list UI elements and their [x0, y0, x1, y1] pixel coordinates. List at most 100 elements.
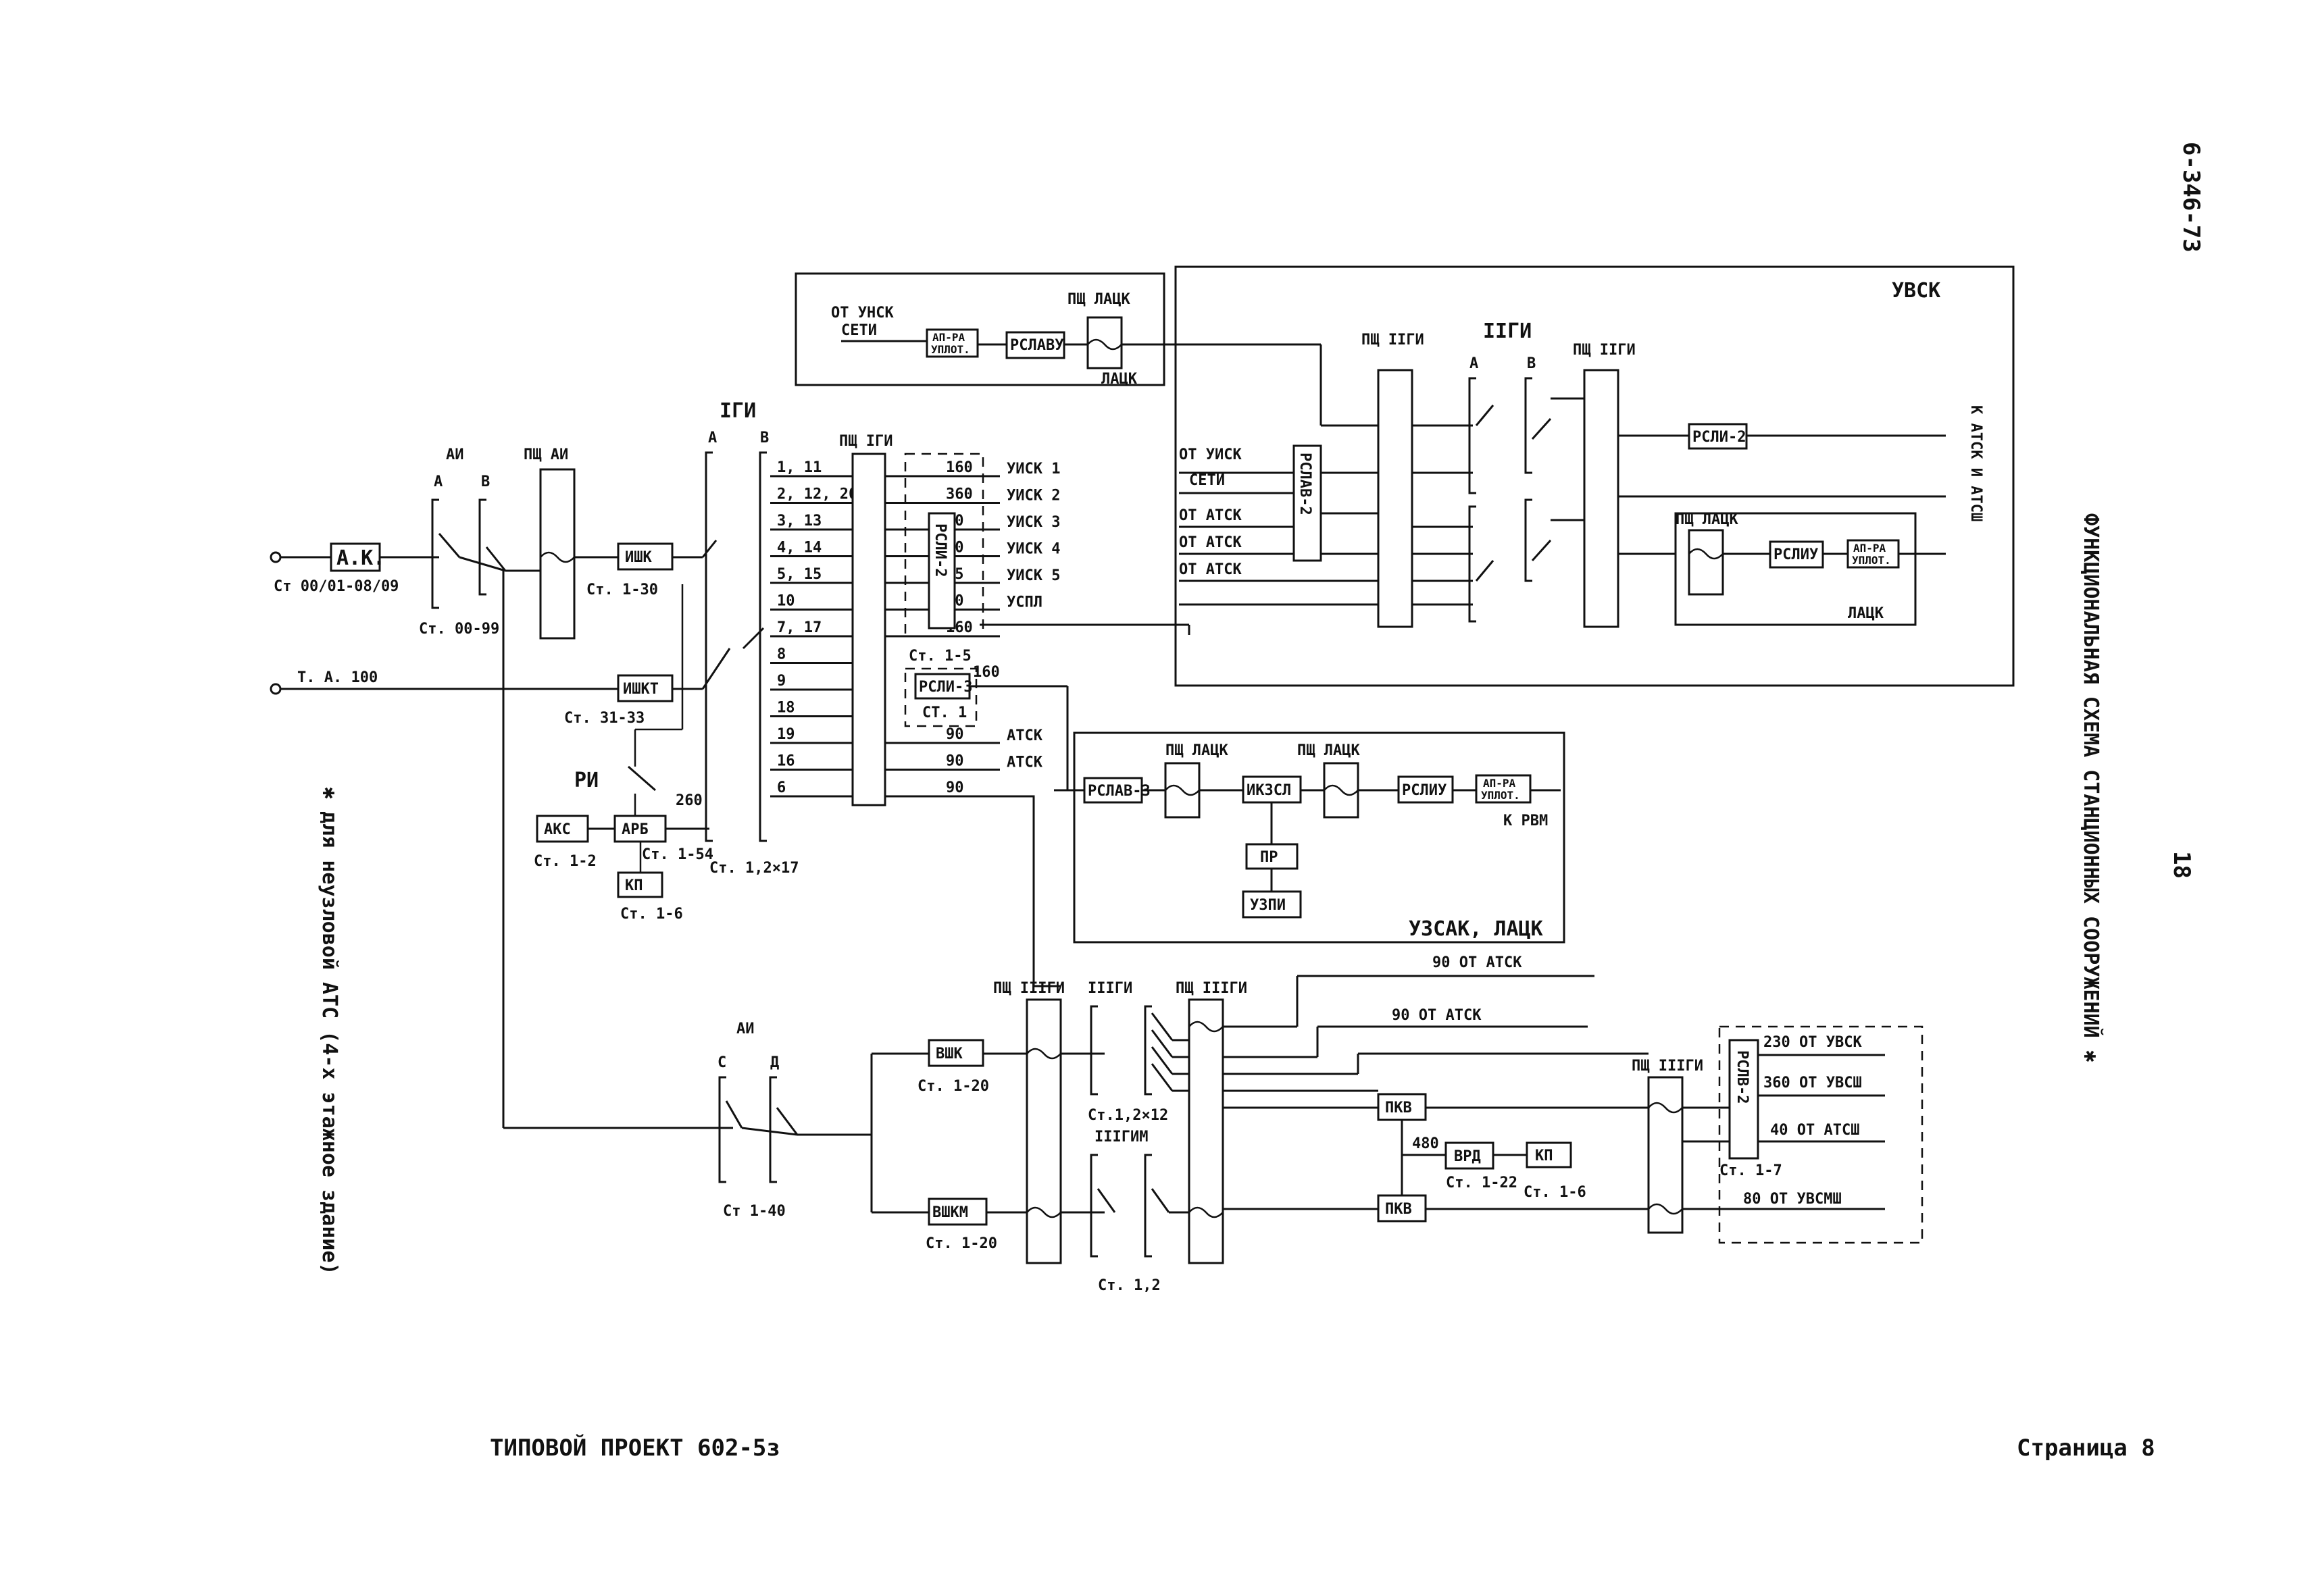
rslav3-box — [1083, 777, 1143, 804]
igi-row-dest: УИСК 3 — [1007, 514, 1060, 531]
uzpi-box — [1242, 890, 1302, 919]
rsliu-uzsak-box — [1397, 775, 1454, 804]
igi-label: IГИ — [720, 399, 756, 423]
st0099-label: Ст. 00-99 — [419, 621, 499, 638]
pr-box — [1245, 843, 1299, 870]
pshlack-top-label: ПЩ ЛАЦК — [1067, 291, 1130, 308]
rsli2b-label: РСЛИ-2 — [1692, 429, 1746, 446]
st15-label: Ст. 1-5 — [909, 648, 972, 665]
igi-row-dest: УИСК 2 — [1007, 488, 1060, 505]
arb-label: АРБ — [622, 821, 649, 838]
ai-bot-label: АИ — [736, 1021, 755, 1037]
uzsak-group — [1073, 731, 1565, 944]
st3133-label: Ст. 31-33 — [564, 710, 645, 727]
st1217-label: Ст. 1,2×17 — [709, 860, 799, 877]
n90a-label: 90 ОТ АТСК — [1432, 954, 1522, 971]
n160b-label: 160 — [973, 664, 1000, 681]
lack-top-label: ЛАЦК — [1101, 371, 1138, 388]
igi-row-count: 90 — [946, 779, 964, 796]
st154-label: Ст. 1-54 — [642, 846, 713, 863]
kp-label-left: КП — [625, 877, 643, 894]
lack-top-frame — [1086, 316, 1123, 369]
ot-atsk-label-3: ОТ АТСК — [1179, 561, 1242, 578]
k-rvm-label: К РВМ — [1503, 813, 1548, 829]
pshigi-label: ПЩ IГИ — [839, 433, 892, 450]
ot-atsk-label-2: ОТ АТСК — [1179, 534, 1242, 551]
igi-row-label: 10 — [777, 593, 795, 610]
igi-row-label: 4, 14 — [777, 540, 822, 557]
pshigi-frame — [851, 453, 886, 806]
igi-a-label: А — [708, 430, 717, 446]
svg-text:АП-РА: АП-РА — [1853, 542, 1886, 555]
pshiiigi-c-frame — [1647, 1076, 1684, 1234]
st12b-label: Ст. 1,2 — [1098, 1277, 1161, 1294]
igi-row-count: 90 — [946, 753, 964, 770]
appa-box-top — [926, 328, 979, 358]
n90b-label: 90 ОТ АТСК — [1392, 1007, 1482, 1024]
ai-top-label: АИ — [446, 446, 464, 463]
rslv2-box — [1728, 1039, 1759, 1160]
iiigi-label: IIIГИ — [1088, 980, 1132, 997]
st120a-label: Ст. 1-20 — [917, 1078, 989, 1095]
uzpi-label: УЗПИ — [1250, 897, 1286, 914]
unsk-group — [795, 272, 1165, 386]
aks-label: АКС — [544, 821, 571, 838]
igi-row-label: 19 — [777, 726, 795, 743]
vrd-box — [1444, 1141, 1494, 1170]
page-number: 18 — [2168, 851, 2195, 879]
ot-atsk-label-1: ОТ АТСК — [1179, 507, 1242, 524]
dashed-group — [904, 453, 984, 638]
in40-label: 40 ОТ АТСШ — [1770, 1122, 1859, 1139]
igi-row-dest: УИСК 4 — [1007, 541, 1060, 558]
igi-row-label: 2, 12, 20 — [777, 486, 857, 503]
ai-d-label: Д — [770, 1054, 779, 1071]
igi-row-label: 16 — [777, 753, 795, 770]
iigi-a-label: А — [1469, 355, 1478, 372]
igi-row-dest: УИСК 5 — [1007, 567, 1060, 584]
svg-text:АП-РА: АП-РА — [932, 331, 965, 344]
pkv-label-a: ПКВ — [1385, 1100, 1412, 1116]
lack-right-frame — [1688, 529, 1724, 596]
iiigim-label: IIIГИМ — [1095, 1129, 1148, 1145]
uvsk-group — [1174, 265, 2015, 687]
igi-row-label: 6 — [777, 779, 786, 796]
igi-row-label: 8 — [777, 646, 786, 663]
svg-text:УПЛОТ.: УПЛОТ. — [931, 343, 970, 356]
igi-row-count: 360 — [946, 486, 973, 503]
pr-label: ПР — [1260, 849, 1278, 866]
igi-row-label: 9 — [777, 673, 786, 690]
document-number: 6-346-73 — [2178, 142, 2205, 253]
n480-label: 480 — [1412, 1135, 1439, 1152]
footer-page: Страница 8 — [2017, 1435, 2155, 1462]
ai-b-label: В — [481, 473, 490, 490]
st122-label: Ст. 1-22 — [1446, 1175, 1517, 1191]
st00-label: Ст 00/01-08/09 — [274, 578, 399, 595]
kp-label-right: КП — [1535, 1148, 1553, 1164]
rsliu-uzsak-label: РСЛИУ — [1402, 782, 1447, 799]
rslv2-label: РСЛВ-2 — [1734, 1050, 1751, 1104]
ishkt-label: ИШКТ — [623, 681, 659, 698]
rsli3-label: РСЛИ-3 — [919, 679, 972, 696]
st120b-label: Ст. 1-20 — [926, 1235, 997, 1252]
aks-box — [536, 815, 589, 843]
rsli2-label: РСЛИ-2 — [932, 523, 949, 577]
pshiiigi-a-label: ПЩ IIIГИ — [993, 980, 1065, 997]
igi-row-count: 160 — [946, 459, 973, 476]
vshkm-label: ВШКМ — [932, 1204, 968, 1221]
pshiiigi-b-label: ПЩ IIIГИ — [1176, 980, 1247, 997]
kp-box-left — [617, 871, 663, 898]
igi-row-dest: УИСК 1 — [1007, 461, 1060, 478]
st12-label: Ст. 1-2 — [534, 853, 597, 870]
kp-box-right — [1526, 1141, 1572, 1168]
st1-label: СТ. 1 — [922, 704, 967, 721]
ak-label: А.К. — [336, 546, 385, 570]
pshiigi-a-frame — [1377, 369, 1413, 628]
vshk-box — [928, 1039, 984, 1067]
pshiigi-b-label: ПЩ IIГИ — [1573, 342, 1636, 359]
pshlack-uzsak-b: ПЩ ЛАЦК — [1297, 742, 1360, 759]
st16b-label: Ст. 1-6 — [1524, 1184, 1586, 1201]
iigi-label: IIГИ — [1483, 319, 1532, 343]
footer-project: ТИПОВОЙ ПРОЕКТ 602-5з — [490, 1434, 780, 1462]
st1212-label: Ст.1,2×12 — [1088, 1107, 1168, 1124]
igi-row-label: 18 — [777, 700, 795, 717]
